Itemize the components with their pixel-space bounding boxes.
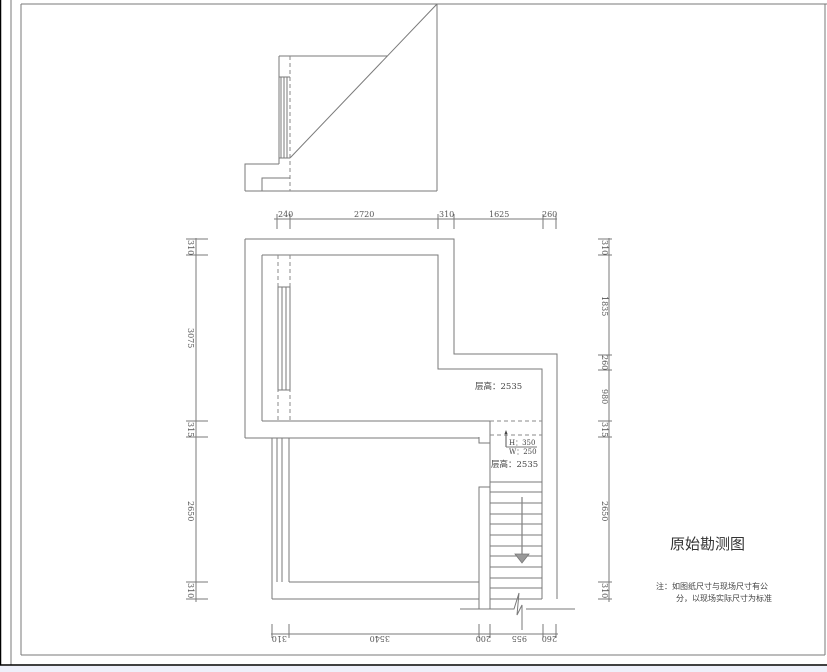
note-line-1: 注：如图纸尺寸与现场尺寸有公 — [656, 581, 768, 591]
dim-right-1: 310 — [600, 240, 609, 255]
dim-top-1: 240 — [278, 210, 293, 219]
lower-room-walls — [271, 421, 491, 609]
dim-top-2: 2720 — [354, 210, 374, 219]
step-height-label: H：350 — [509, 439, 535, 447]
dim-left-2: 3075 — [186, 328, 195, 348]
dim-right-2: 1835 — [600, 296, 609, 316]
dim-bottom-4: 955 — [512, 634, 527, 643]
dimension-left: 310 3075 315 2650 310 — [186, 238, 208, 602]
staircase: H：350 W：250 — [460, 420, 575, 630]
dim-right-4: 980 — [600, 389, 609, 404]
dim-top-3: 310 — [439, 210, 454, 219]
dim-left-1: 310 — [186, 240, 195, 255]
step-width-label: W：250 — [509, 448, 537, 456]
dim-bottom-2: 3540 — [370, 634, 390, 643]
dim-right-7: 310 — [600, 583, 609, 598]
stair-section-elevation — [244, 3, 438, 192]
dim-right-6: 2650 — [600, 501, 609, 521]
upper-floor-height-label: 层高：2535 — [475, 381, 522, 392]
note-line-2: 分，以现场实际尺寸为标准 — [676, 593, 772, 603]
dim-left-4: 2650 — [186, 501, 195, 521]
dim-left-5: 310 — [186, 583, 195, 598]
stair-floor-height-label: 层高：2535 — [491, 459, 538, 470]
dim-top-5: 260 — [542, 210, 557, 219]
dimension-top: 240 2720 310 1625 260 — [274, 210, 557, 229]
dim-right-3: 260 — [600, 355, 609, 370]
dimension-bottom: 310 3540 200 955 260 — [271, 624, 558, 643]
dimension-right: 310 1835 260 980 315 2650 310 — [598, 238, 612, 602]
dim-bottom-3: 200 — [476, 634, 491, 643]
down-arrow-icon — [514, 553, 530, 564]
drawing-title: 原始勘测图 — [670, 535, 745, 553]
upper-room-walls — [244, 238, 558, 599]
dim-bottom-1: 310 — [272, 634, 287, 643]
dim-left-3: 315 — [186, 422, 195, 437]
dim-top-4: 1625 — [489, 210, 509, 219]
dim-bottom-5: 260 — [542, 634, 557, 643]
dim-right-5: 315 — [600, 422, 609, 437]
